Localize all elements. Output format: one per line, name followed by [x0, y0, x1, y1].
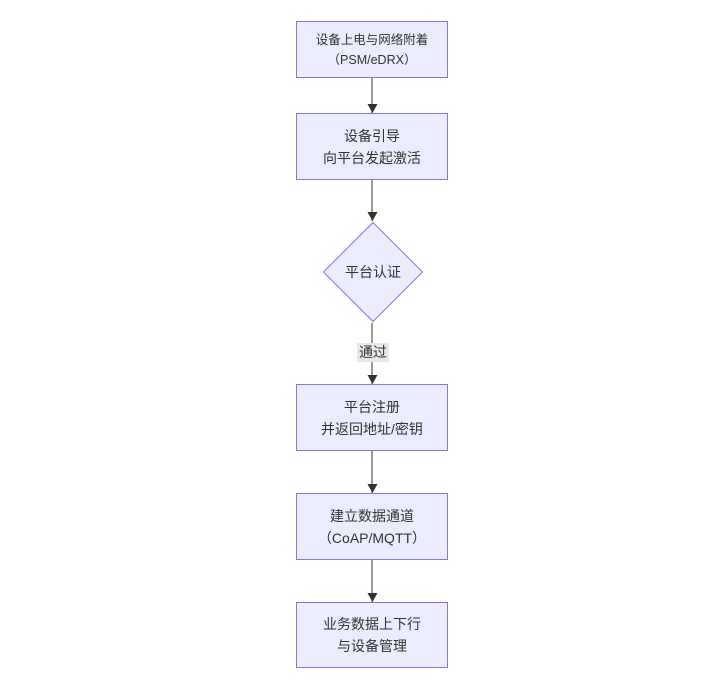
node-line: 与设备管理 [337, 638, 407, 654]
flow-arrow-2 [371, 180, 373, 221]
edge-label-pass: 通过 [357, 343, 389, 362]
node-business-data: 业务数据上下行 与设备管理 [296, 602, 448, 668]
node-line: 业务数据上下行 [323, 616, 421, 632]
node-power-network-attach: 设备上电与网络附着 （PSM/eDRX） [296, 21, 448, 78]
node-platform-register: 平台注册 并返回地址/密钥 [296, 384, 448, 451]
node-line: （CoAP/MQTT） [317, 529, 427, 546]
node-bootstrap-activate: 设备引导 向平台发起激活 [296, 113, 448, 180]
node-line: 平台注册 [344, 398, 400, 415]
node-data-channel: 建立数据通道 （CoAP/MQTT） [296, 493, 448, 560]
node-line: 设备引导 [344, 127, 400, 144]
flow-arrow-5 [371, 560, 373, 602]
node-line: 建立数据通道 [330, 507, 414, 524]
flow-arrow-1 [371, 78, 373, 113]
decision-platform-auth: 平台认证 [321, 221, 425, 323]
node-line: （PSM/eDRX） [327, 52, 417, 67]
node-line: 设备上电与网络附着 [315, 32, 429, 47]
node-line: 向平台发起激活 [323, 149, 421, 166]
decision-label: 平台认证 [345, 264, 401, 280]
node-line: 并返回地址/密钥 [321, 420, 423, 437]
flow-arrow-4 [371, 451, 373, 493]
